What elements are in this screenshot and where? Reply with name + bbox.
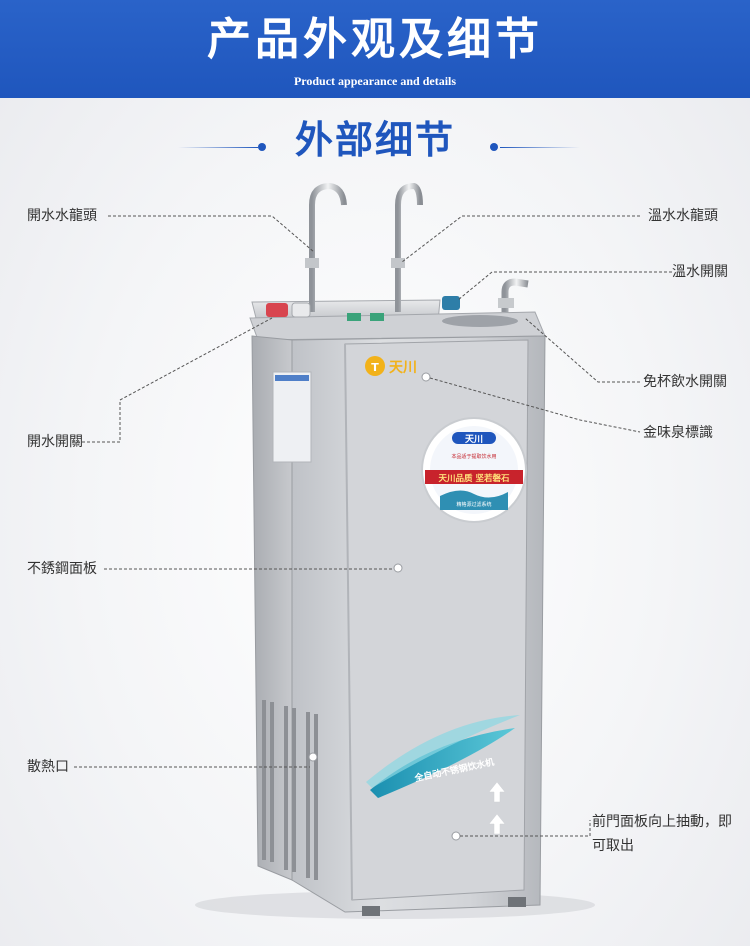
label-vent: 散熱口 [27,759,69,775]
sticker-bottom: 精格源过滤系统 [456,501,491,508]
label-front-panel: 前門面板向上抽動，即可取出 [592,814,732,854]
section-divider-left [178,147,258,148]
label-warm-faucet: 溫水水龍頭 [648,208,718,224]
sticker-band-text: 天川品质 坚若磐石 [439,473,510,484]
section-title: 外部细节 [294,117,455,162]
section-dot-left [258,143,266,151]
label-boiling-faucet: 開水水龍頭 [27,208,97,224]
section-dot-right [490,143,498,151]
sticker-brand: 天川 [465,434,483,445]
section-divider-right [500,147,580,148]
label-cupless-switch: 免杯飲水開關 [643,374,727,390]
banner-subtitle: Product appearance and details [293,74,457,88]
sticker-line1: 本品适于提取饮水用 [451,453,496,460]
label-warm-switch: 溫水開關 [672,264,728,280]
banner-title: 产品外观及细节 [207,14,543,65]
brand-logo-text: 天川 [389,360,417,376]
svg-text:T: T [371,361,379,374]
label-steel-panel: 不銹鋼面板 [27,561,97,577]
label-brand-sign: 金味泉標識 [643,425,713,441]
header-banner: 产品外观及细节 Product appearance and details [0,0,750,98]
label-boiling-switch: 開水開關 [27,434,83,450]
